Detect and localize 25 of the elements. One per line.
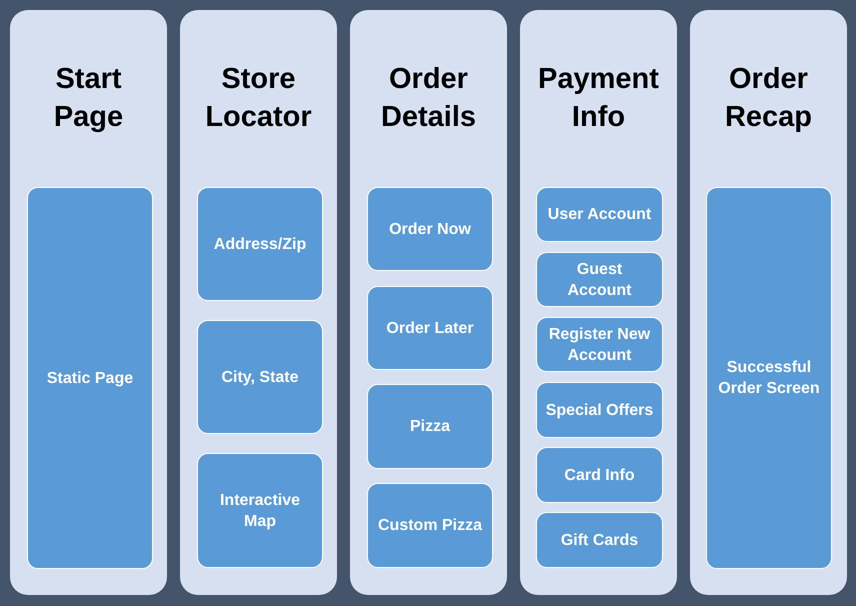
column-panel — [180, 10, 337, 595]
column-title: Order Details — [380, 62, 478, 135]
screen-tile: Address/Zip — [197, 187, 323, 301]
screen-tile: Successful Order Screen — [706, 187, 832, 569]
screen-tile: User Account — [536, 187, 663, 242]
screen-tile: Interactive Map — [197, 453, 323, 568]
screen-tile: Order Later — [367, 286, 493, 370]
screen-tile: Custom Pizza — [367, 483, 493, 568]
screen-tile: Card Info — [536, 447, 663, 503]
screen-tile: Special Offers — [536, 382, 663, 438]
column-panel — [520, 10, 677, 595]
column-panel — [10, 10, 167, 595]
screen-tile: Order Now — [367, 187, 493, 271]
column-panel — [350, 10, 507, 595]
screen-tile: City, State — [197, 320, 323, 434]
screen-tile: Pizza — [367, 384, 493, 469]
column-title: Payment Info — [537, 62, 660, 135]
screen-tile: Static Page — [27, 187, 153, 569]
screen-tile: Guest Account — [536, 252, 663, 307]
column-title: Store Locator — [204, 62, 313, 135]
column-title: Start Page — [52, 62, 124, 135]
screen-tile: Gift Cards — [536, 512, 663, 568]
column-panel — [690, 10, 847, 595]
column-title: Order Recap — [724, 62, 814, 135]
screen-tile: Register New Account — [536, 317, 663, 372]
